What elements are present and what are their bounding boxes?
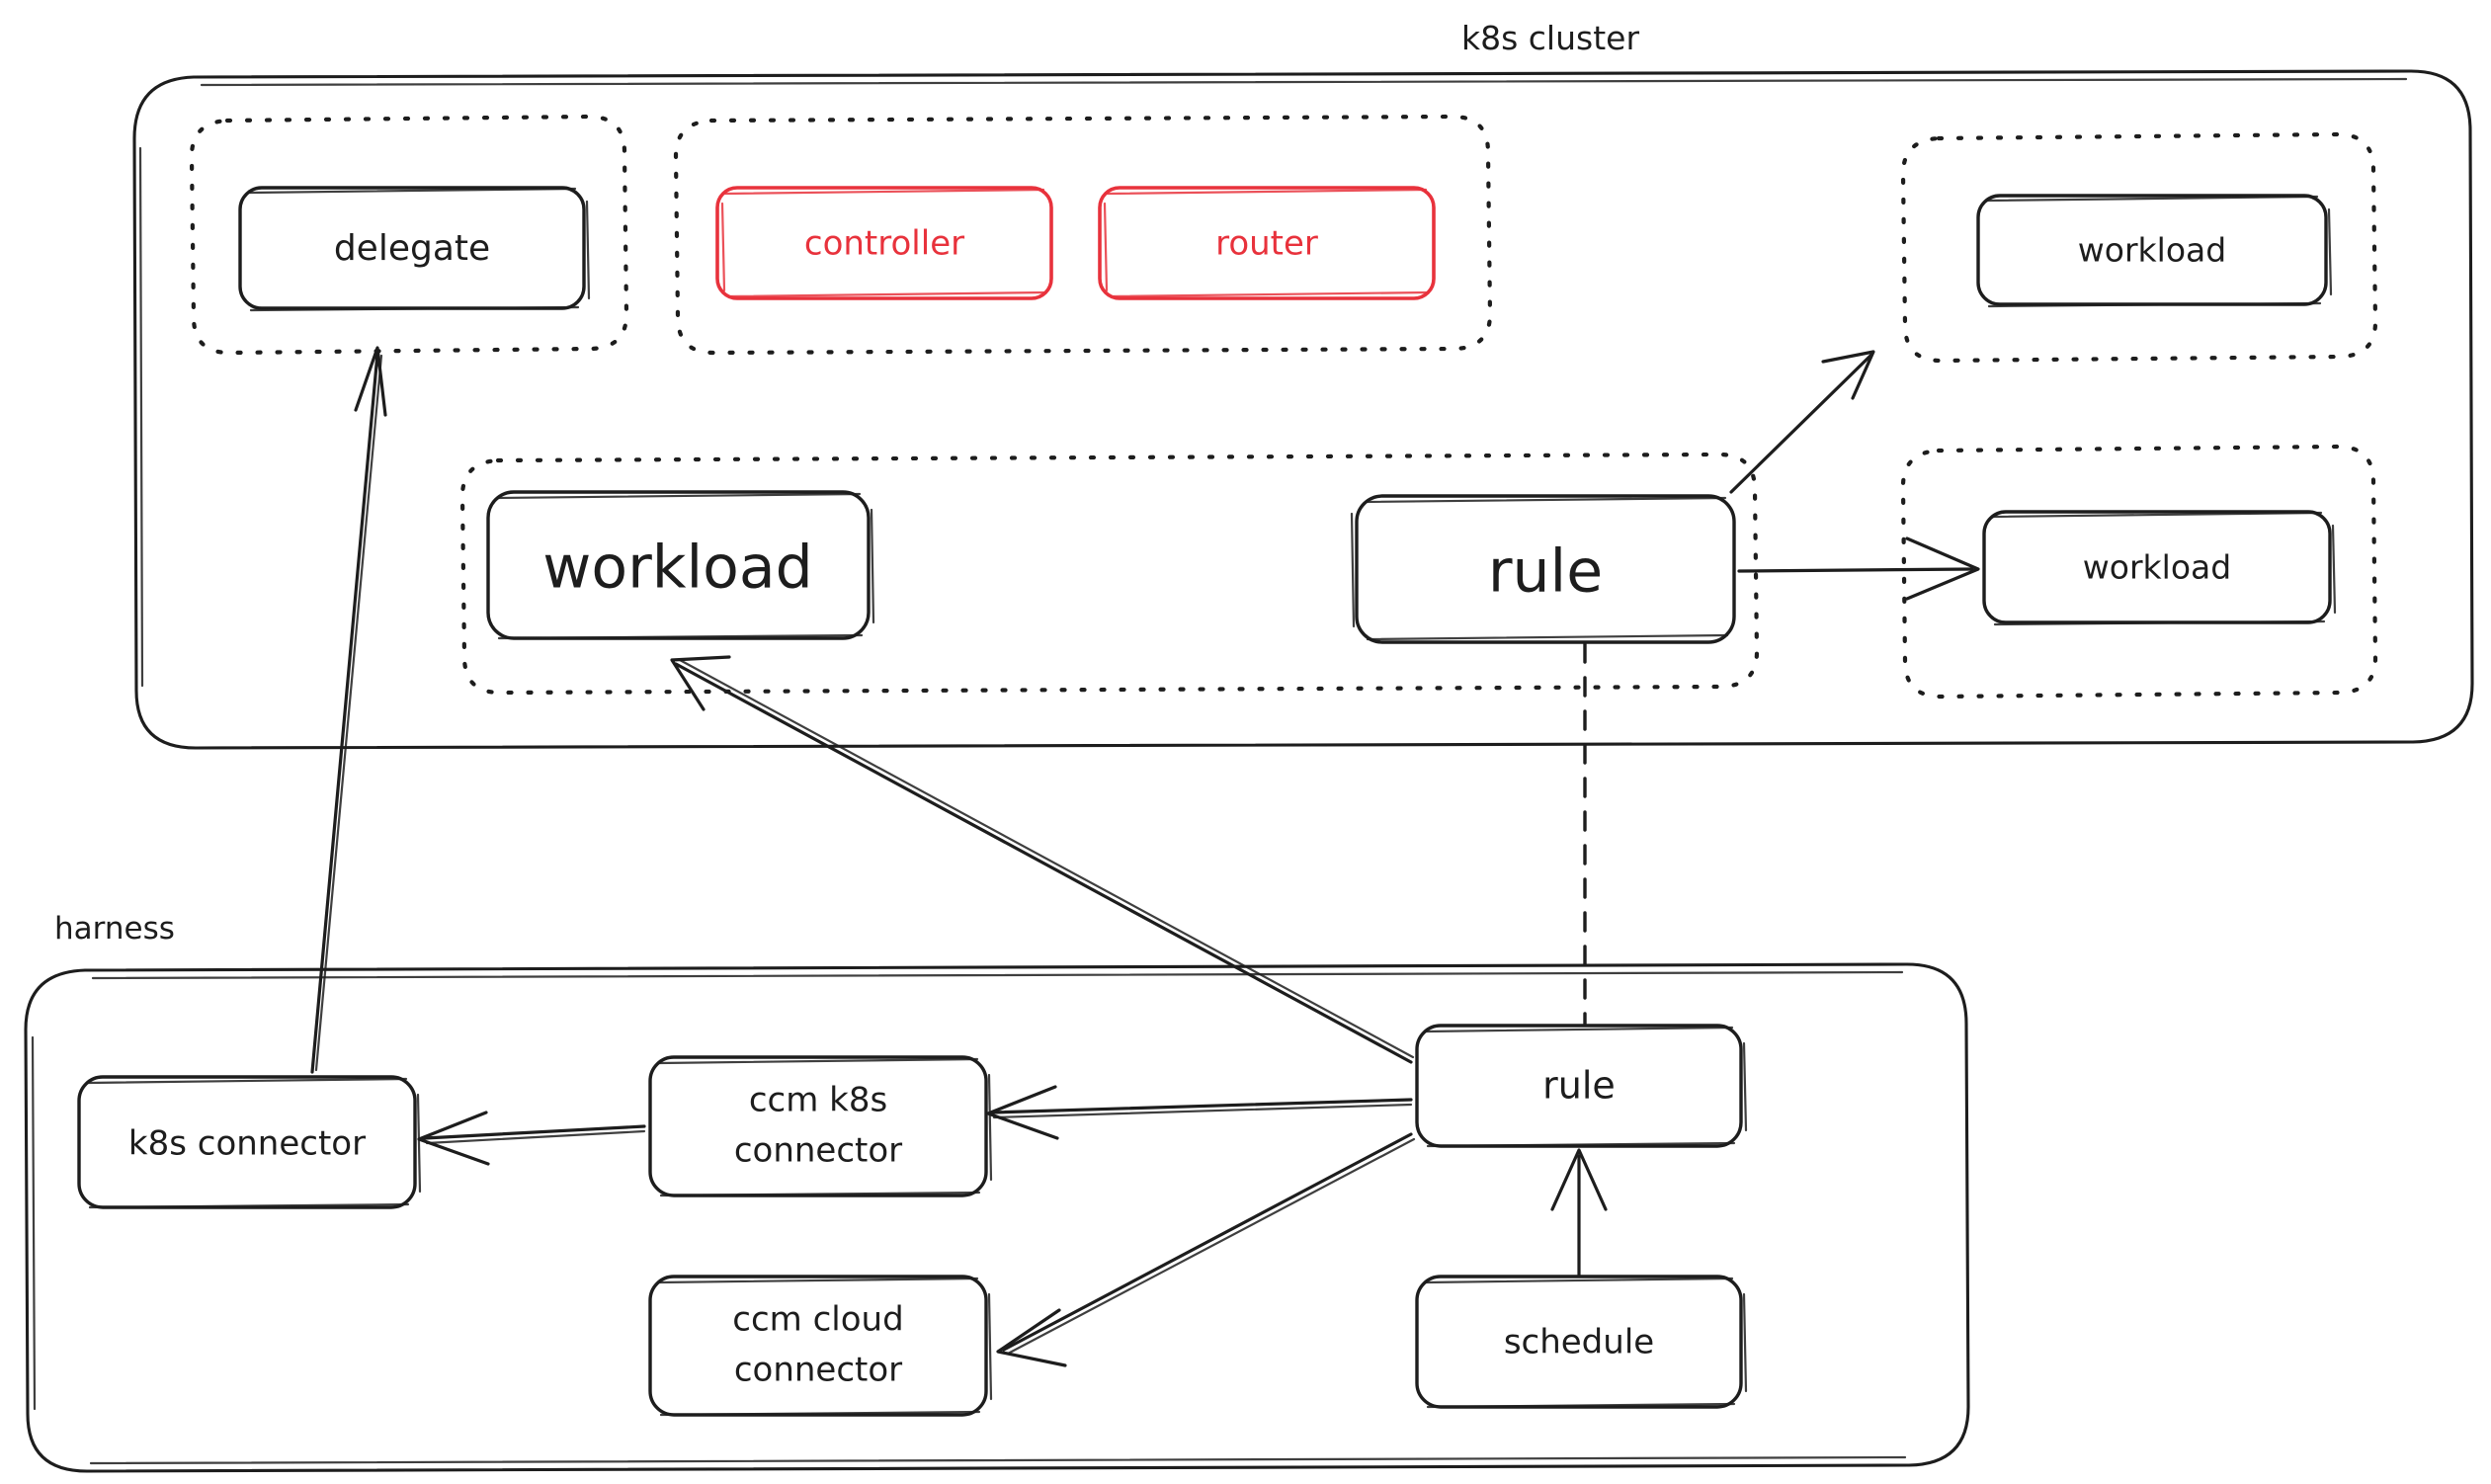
ccm-cloud-connector-box[interactable] xyxy=(648,1275,988,1417)
k8s-cluster-border-echo xyxy=(138,77,2408,688)
namespace-delegate xyxy=(189,114,629,356)
rule-harness-box-echo xyxy=(1424,1026,1748,1148)
workload-top-right-label: workload xyxy=(2078,231,2226,270)
edge-rule-harness-to-workload-mid xyxy=(670,655,1415,1064)
node-ccm-cloud-connector[interactable]: ccm cloud connector xyxy=(648,1275,993,1417)
arrowhead-to-ccm-cloud-connector xyxy=(996,1308,1067,1367)
edge-rule-harness-to-ccm-k8s-connector xyxy=(986,1085,1413,1140)
edge-rule-cluster-to-workload-bottom-right xyxy=(1737,536,1980,601)
edge-line xyxy=(310,352,379,1074)
controller-box-echo xyxy=(720,188,1047,298)
workload-top-right-box-echo xyxy=(1985,195,2333,308)
node-rule-cluster[interactable]: rule xyxy=(1350,494,1736,644)
k8s-connector-box-echo xyxy=(86,1077,422,1209)
group-label-harness: harness xyxy=(54,911,175,947)
ccm-k8s-connector-box[interactable] xyxy=(648,1055,988,1197)
ccm-k8s-connector-label-line2: connector xyxy=(734,1131,902,1171)
harness-border-echo xyxy=(31,970,1907,1465)
arrowhead-to-workload-bottom-right xyxy=(1905,536,1980,601)
arrowhead-to-delegate xyxy=(354,346,387,417)
workload-mid-label: workload xyxy=(542,534,812,603)
router-box-echo xyxy=(1103,188,1430,298)
delegate-label: delegate xyxy=(334,228,490,269)
ccm-cloud-connector-label-line1: ccm cloud xyxy=(732,1300,903,1340)
edge-line xyxy=(1729,353,1873,494)
edge-line-echo xyxy=(425,1129,646,1145)
edge-rule-cluster-to-workload-top-right xyxy=(1729,350,1875,494)
workload-bottom-right-box-echo xyxy=(1991,511,2337,626)
ccm-k8s-connector-label-line1: ccm k8s xyxy=(749,1081,887,1120)
namespace-workload-mid xyxy=(459,452,1760,696)
node-ccm-k8s-connector[interactable]: ccm k8s connector xyxy=(648,1055,993,1197)
namespace-workload-mid-border xyxy=(459,452,1760,696)
k8s-connector-label: k8s connector xyxy=(128,1124,366,1164)
schedule-label: schedule xyxy=(1504,1323,1654,1362)
workload-bottom-right-label: workload xyxy=(2083,548,2231,587)
edge-line-echo xyxy=(678,658,1415,1059)
k8s-connector-box[interactable] xyxy=(77,1075,417,1209)
edge-line xyxy=(423,1124,646,1140)
namespace-delegate-border xyxy=(189,114,629,356)
edge-ccm-k8s-connector-to-k8s-connector xyxy=(417,1111,646,1166)
edge-line xyxy=(1002,1132,1413,1352)
node-workload-bottom-right[interactable]: workload xyxy=(1982,510,2337,626)
namespace-workload-top-right xyxy=(1900,131,2378,364)
workload-mid-box-echo xyxy=(495,492,875,640)
edge-line-echo xyxy=(1006,1137,1416,1356)
rule-harness-label: rule xyxy=(1542,1064,1616,1108)
arrowhead-to-k8s-connector xyxy=(417,1111,490,1166)
node-delegate[interactable]: delegate xyxy=(238,186,591,312)
edge-line xyxy=(1737,567,1974,573)
arrowhead-to-workload-top-right xyxy=(1821,350,1875,400)
node-controller[interactable]: controller xyxy=(715,186,1053,300)
namespace-workload-top-right-border xyxy=(1900,131,2378,364)
edge-k8s-connector-to-delegate xyxy=(310,346,387,1074)
arrowhead-to-ccm-k8s-connector xyxy=(986,1085,1059,1140)
node-rule-harness[interactable]: rule xyxy=(1415,1024,1748,1148)
controller-label: controller xyxy=(804,224,964,264)
workload-mid-box[interactable] xyxy=(486,490,871,640)
namespace-workload-bottom-right xyxy=(1900,444,2378,700)
schedule-box-echo xyxy=(1424,1277,1748,1409)
router-label: router xyxy=(1215,224,1318,264)
namespace-workload-bottom-right-border xyxy=(1900,444,2378,700)
delegate-box-echo xyxy=(247,187,591,312)
node-workload-top-right[interactable]: workload xyxy=(1976,194,2333,308)
node-router[interactable]: router xyxy=(1098,186,1436,300)
edge-rule-harness-to-ccm-cloud-connector xyxy=(996,1132,1416,1367)
edge-line xyxy=(990,1098,1413,1114)
rule-cluster-box-echo xyxy=(1350,496,1729,641)
harness-border xyxy=(24,962,1970,1473)
k8s-cluster-border xyxy=(132,69,2474,750)
rule-harness-box[interactable] xyxy=(1415,1024,1743,1148)
arrowhead-to-rule-harness xyxy=(1550,1148,1608,1211)
controller-box[interactable] xyxy=(715,186,1053,300)
edge-schedule-to-rule-harness xyxy=(1550,1148,1608,1277)
group-harness xyxy=(24,962,1970,1473)
ccm-k8s-connector-box-echo xyxy=(657,1057,993,1197)
ccm-cloud-connector-label-line2: connector xyxy=(734,1351,902,1390)
rule-cluster-box[interactable] xyxy=(1355,494,1736,644)
group-k8s-cluster xyxy=(132,69,2474,750)
node-workload-mid[interactable]: workload xyxy=(486,490,875,640)
edge-line-echo xyxy=(314,354,383,1072)
edge-line xyxy=(674,662,1413,1064)
edge-line-echo xyxy=(992,1103,1413,1119)
ccm-cloud-connector-box-echo xyxy=(657,1277,993,1417)
router-box[interactable] xyxy=(1098,186,1436,300)
node-k8s-connector[interactable]: k8s connector xyxy=(77,1075,422,1209)
group-label-k8s-cluster: k8s cluster xyxy=(1461,19,1639,57)
node-schedule[interactable]: schedule xyxy=(1415,1275,1748,1409)
rule-cluster-label: rule xyxy=(1488,537,1603,607)
arrowhead-to-workload-mid xyxy=(670,655,731,711)
schedule-box[interactable] xyxy=(1415,1275,1743,1409)
